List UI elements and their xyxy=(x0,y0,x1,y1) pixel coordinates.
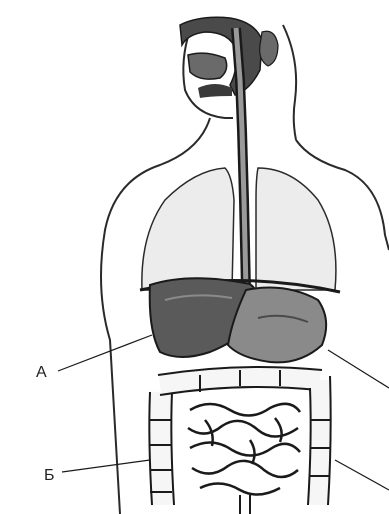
small-intestine xyxy=(188,404,300,495)
head-cavity xyxy=(180,17,278,98)
label-a: А xyxy=(36,364,47,382)
large-intestine xyxy=(149,367,330,505)
leader-line-right-upper xyxy=(328,350,389,388)
leader-line-b xyxy=(62,460,150,472)
leader-line-right-lower xyxy=(335,460,389,490)
label-b: Б xyxy=(44,467,55,485)
leader-line-a xyxy=(58,335,152,371)
leader-lines xyxy=(58,335,389,490)
rectum xyxy=(240,495,250,514)
stomach xyxy=(228,288,326,363)
